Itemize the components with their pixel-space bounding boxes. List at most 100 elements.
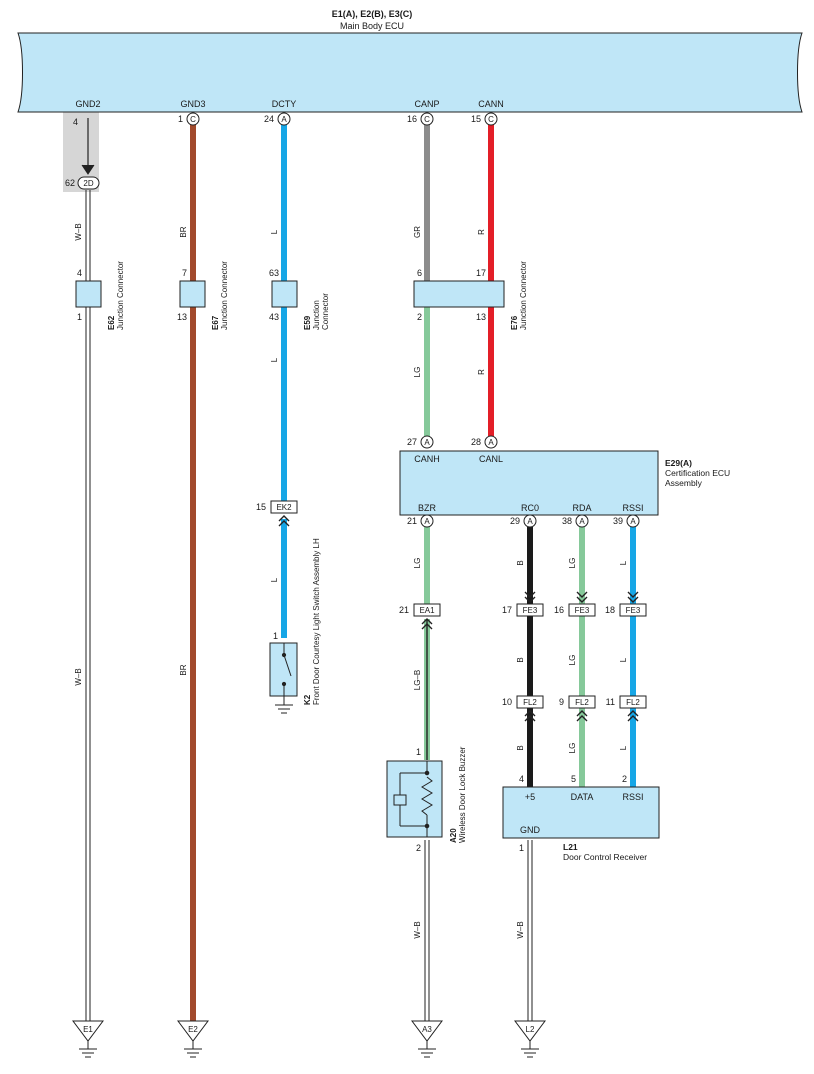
wire-a20-wb xyxy=(424,840,430,1022)
ground-a3[interactable]: A3 xyxy=(411,1020,443,1058)
ground-l2-label: L2 xyxy=(526,1025,535,1034)
inline-ea1[interactable] xyxy=(413,603,441,617)
ground-icon-k2 xyxy=(275,704,293,714)
ground-triangle-e2 xyxy=(177,1020,209,1042)
conn-rda: A xyxy=(579,517,585,526)
fl2-l-label: FL2 xyxy=(626,698,640,707)
e76-bottom-right: 13 xyxy=(476,312,486,322)
ea1-chevron-icon xyxy=(421,618,433,630)
fe3-l-chevron-icon xyxy=(627,591,639,603)
k2-id: K2 xyxy=(303,694,312,705)
main-body-ecu-box[interactable] xyxy=(17,32,803,113)
label-l-3: L xyxy=(270,577,279,582)
pin-rssi: 39 xyxy=(613,516,623,526)
pin-cann: 15 xyxy=(471,114,481,124)
pin-canp: 16 xyxy=(407,114,417,124)
label-br-1: BR xyxy=(179,226,188,237)
a20-name: Wireless Door Lock Buzzer xyxy=(458,746,467,843)
l21-data-pin: 5 xyxy=(571,774,576,784)
e59-top-pin: 63 xyxy=(269,268,279,278)
fl2-b-pin: 10 xyxy=(502,697,512,707)
conn-canl: A xyxy=(488,438,494,447)
inline-fl2-b[interactable] xyxy=(516,695,544,709)
splice-2d[interactable] xyxy=(77,176,100,190)
e67-bottom-pin: 13 xyxy=(177,312,187,322)
junction-e76[interactable] xyxy=(413,280,505,308)
ek2-label: EK2 xyxy=(276,503,292,512)
pin-circle-bzr xyxy=(420,514,434,528)
label-lg-4: LG xyxy=(568,655,577,666)
pin-circle-canh xyxy=(420,435,434,449)
pin-circle-dcty xyxy=(277,112,291,126)
terminal-gnd2: GND2 xyxy=(75,99,100,109)
ground-e1[interactable]: E1 xyxy=(72,1020,104,1058)
fe3-b-pin: 17 xyxy=(502,605,512,615)
pin-rda: 38 xyxy=(562,516,572,526)
terminal-gnd3: GND3 xyxy=(180,99,205,109)
label-wb-1: W–B xyxy=(74,223,83,240)
ground-triangle-l2 xyxy=(514,1020,546,1042)
fl2-l-pin: 11 xyxy=(606,697,615,707)
terminal-rda: RDA xyxy=(572,503,591,513)
label-lg-2: LG xyxy=(413,558,422,569)
inline-ek2[interactable] xyxy=(270,500,298,514)
ground-e2[interactable]: E2 xyxy=(177,1020,209,1058)
e62-id: E62 xyxy=(107,315,116,330)
ecu-name: Main Body ECU xyxy=(340,21,404,31)
label-r-2: R xyxy=(477,369,486,375)
fl2-b-label: FL2 xyxy=(523,698,537,707)
ea1-pin: 21 xyxy=(399,605,409,615)
pin-canh: 27 xyxy=(407,437,417,447)
pin-circle-gnd3 xyxy=(186,112,200,126)
inline-fl2-l[interactable] xyxy=(619,695,647,709)
l21-p5-pin: 4 xyxy=(519,774,524,784)
pin-circle-rssi xyxy=(626,514,640,528)
label-lg-1: LG xyxy=(413,367,422,378)
fe3-b-label: FE3 xyxy=(523,606,538,615)
l21-gnd-pin: 1 xyxy=(519,843,524,853)
label-r-1: R xyxy=(477,229,486,235)
label-l-6: L xyxy=(619,745,628,750)
conn-cann: C xyxy=(488,115,494,124)
label-lg-3: LG xyxy=(568,558,577,569)
conn-canh: A xyxy=(424,438,430,447)
inline-fl2-lg[interactable] xyxy=(568,695,596,709)
junction-e67[interactable] xyxy=(179,280,206,308)
splice-2d-pin: 62 xyxy=(65,178,75,188)
junction-e59[interactable] xyxy=(271,280,298,308)
terminal-p5: +5 xyxy=(525,792,535,802)
e59-bottom-pin: 43 xyxy=(269,312,279,322)
terminal-bzr: BZR xyxy=(418,503,437,513)
l21-receiver-box[interactable] xyxy=(502,786,660,839)
terminal-data: DATA xyxy=(571,792,594,802)
label-b-2: B xyxy=(516,657,525,662)
inline-fe3-b[interactable] xyxy=(516,603,544,617)
conn-dcty: A xyxy=(281,115,287,124)
ea1-label: EA1 xyxy=(419,606,435,615)
e59-id: E59 xyxy=(303,315,312,330)
pin-circle-rc0 xyxy=(523,514,537,528)
certification-ecu-box[interactable] xyxy=(399,450,659,516)
pin-dcty: 24 xyxy=(264,114,274,124)
ground-icon-e2 xyxy=(184,1041,202,1058)
fl2-lg-pin: 9 xyxy=(559,697,564,707)
ground-e2-label: E2 xyxy=(188,1025,198,1034)
fl2-b-chevron-icon xyxy=(524,710,536,722)
pin-canl: 28 xyxy=(471,437,481,447)
e67-top-pin: 7 xyxy=(182,268,187,278)
junction-e62[interactable] xyxy=(75,280,102,308)
a20-pin-top: 1 xyxy=(416,747,421,757)
inline-fe3-lg[interactable] xyxy=(568,603,596,617)
fe3-lg-chevron-icon xyxy=(576,591,588,603)
pin-circle-cann xyxy=(484,112,498,126)
ground-a3-label: A3 xyxy=(422,1025,432,1034)
inline-fe3-l[interactable] xyxy=(619,603,647,617)
pin-gnd2: 4 xyxy=(73,117,78,127)
conn-bzr: A xyxy=(424,517,430,526)
fl2-lg-label: FL2 xyxy=(575,698,589,707)
ground-l2[interactable]: L2 xyxy=(514,1020,546,1058)
pin-circle-canp xyxy=(420,112,434,126)
label-br-2: BR xyxy=(179,664,188,675)
label-wb-3: W–B xyxy=(413,921,422,938)
